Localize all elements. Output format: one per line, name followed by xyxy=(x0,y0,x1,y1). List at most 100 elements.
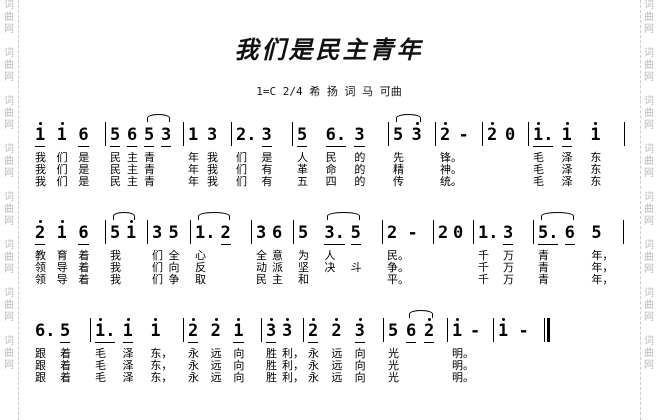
note: 5 xyxy=(60,321,71,343)
note: 3 xyxy=(354,318,365,343)
lyric-verse-2: 向 xyxy=(354,359,366,372)
note: 1. xyxy=(95,318,116,343)
lyric-verse-2: 命 xyxy=(325,163,337,176)
lyric-verse-2: 年， xyxy=(591,261,614,274)
lyric-verse-1: 全 xyxy=(256,249,267,262)
right-divider xyxy=(640,0,641,420)
bar-line xyxy=(183,122,184,146)
note-slot: 2 xyxy=(487,112,497,145)
lyric-verse-2: 们 xyxy=(236,163,247,176)
lyric-verse-2: 坚 xyxy=(298,261,309,274)
tie-slur xyxy=(113,212,135,220)
watermark-char: 网 xyxy=(4,24,14,35)
lyric-verse-3: 光 xyxy=(388,371,399,384)
lyric-verse-1: 人 xyxy=(324,249,336,262)
lyric-verse-3: 取 xyxy=(195,273,206,286)
lyric-verse-1: 锋。 xyxy=(440,151,462,164)
lyric-verse-2: 领 xyxy=(35,261,46,274)
lyric-verse-2: 着 xyxy=(60,359,71,372)
note: 3 xyxy=(282,318,293,341)
watermark-char: 曲 xyxy=(4,156,14,167)
lyric-verse-1: 青 xyxy=(538,249,549,262)
lyric-verse-2: 远 xyxy=(331,359,343,372)
note: 2 xyxy=(188,318,199,343)
note-slot: - xyxy=(470,308,480,341)
note-slot: 0 xyxy=(505,112,515,145)
lyric-verse-1: 先 xyxy=(393,151,404,164)
dash-extension: - xyxy=(407,223,418,243)
lyric-verse-1: 民 xyxy=(110,151,121,164)
lyric-verse-1: 跟 xyxy=(35,347,46,360)
note-slot: 6 xyxy=(406,308,417,343)
measure: 1- xyxy=(493,308,544,388)
bar-line xyxy=(303,318,304,342)
lyric-verse-3: 永 xyxy=(308,371,319,384)
lyric-verse-2: 东 xyxy=(590,163,602,176)
lyric-verse-3: 胜 xyxy=(266,371,277,384)
lyric-verse-1: 胜 xyxy=(266,347,277,360)
note-slot: 1.心反取 xyxy=(195,210,215,285)
watermark-char: 网 xyxy=(644,24,654,35)
lyric-verse-2: 着 xyxy=(78,261,90,274)
note-slot: 2 xyxy=(424,308,435,343)
bar-line xyxy=(388,122,389,146)
watermark-left: 词曲网 词曲网 词曲网 词曲网 词曲网 词曲网 词曲网 词曲网 xyxy=(2,0,16,420)
lyric-verse-3: 是 xyxy=(78,175,90,188)
lyric-verse-3: 们 xyxy=(56,175,68,188)
watermark-char: 曲 xyxy=(4,60,14,71)
note-slot: - xyxy=(408,210,418,243)
note: 3 xyxy=(261,125,272,147)
bar-line xyxy=(105,220,106,244)
watermark-char: 词 xyxy=(644,0,654,11)
lyric-verse-3: 们 xyxy=(152,273,163,286)
watermark-char: 网 xyxy=(4,72,14,83)
tie-slur xyxy=(327,212,360,220)
lyric-verse-3: 永 xyxy=(188,371,199,384)
note-slot: 2 xyxy=(438,210,448,243)
note: 2. xyxy=(236,125,257,145)
bar-line xyxy=(105,122,106,146)
song-credits: 1=C 2/4 希 扬 词 马 可曲 xyxy=(256,85,402,98)
watermark-char: 词 xyxy=(644,336,654,347)
tie-slur xyxy=(147,114,170,122)
note: 2 xyxy=(438,223,449,243)
lyric-verse-3: 明。 xyxy=(452,371,474,384)
watermark-char: 网 xyxy=(644,72,654,83)
note: 1 xyxy=(590,122,601,145)
note: 1. xyxy=(533,122,554,147)
note: 2 xyxy=(331,318,342,341)
note: 5 xyxy=(298,223,309,243)
note-slot: 2.们们们 xyxy=(236,112,256,187)
note-slot: 3.人决 xyxy=(324,210,345,273)
lyric-verse-2: 胜 xyxy=(266,359,277,372)
note: 3 xyxy=(152,223,163,243)
lyric-verse-3: 泽 xyxy=(122,371,134,384)
lyric-verse-2: 斗 xyxy=(350,261,362,274)
watermark-char: 词 xyxy=(4,336,14,347)
lyric-verse-1: 年， xyxy=(591,249,614,262)
note: 2 xyxy=(220,223,231,245)
watermark-char: 网 xyxy=(4,120,14,131)
lyric-verse-2: 派 xyxy=(272,261,283,274)
note: 1. xyxy=(478,223,499,243)
watermark-char: 词 xyxy=(4,240,14,251)
